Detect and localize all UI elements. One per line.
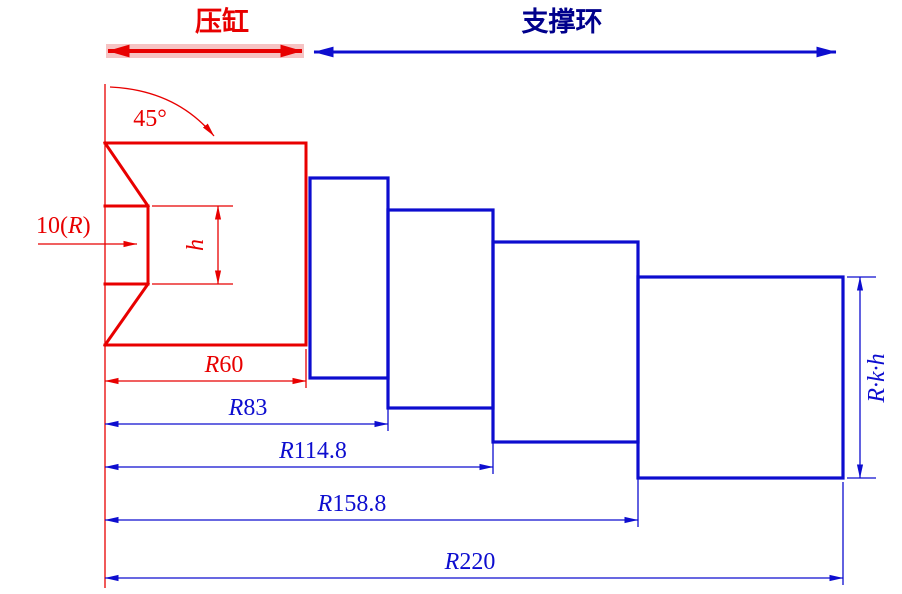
- r158-label-value: 158.8: [332, 491, 386, 517]
- r83-label-symbol: R: [228, 395, 244, 421]
- inlet-label: 10(R): [36, 213, 91, 239]
- inlet-annotation: 10(R): [36, 213, 138, 248]
- support-ring-2: [386, 208, 495, 410]
- support-ring-3: [491, 240, 640, 444]
- r60-label-value: 60: [219, 352, 243, 378]
- dimension-r158-8: R158.8: [104, 446, 639, 527]
- support-ring-4: [636, 275, 845, 480]
- header: 压缸 支撑环: [106, 6, 837, 58]
- dimension-r114-8: R114.8: [104, 412, 494, 474]
- r220-label: R220: [444, 549, 496, 575]
- angle-annotation: 45°: [109, 86, 215, 137]
- inlet-label-prefix: 10(: [36, 213, 68, 239]
- r158-label: R158.8: [317, 491, 387, 517]
- cylinder-section: [102, 84, 308, 588]
- r114-label: R114.8: [278, 438, 347, 464]
- rkh-label: R·k·h: [864, 353, 890, 403]
- inlet-label-suffix: ): [83, 213, 91, 239]
- r83-label-value: 83: [243, 395, 267, 421]
- h-label: h: [183, 239, 209, 251]
- r114-label-symbol: R: [278, 438, 294, 464]
- dimension-r60: R60: [104, 349, 307, 388]
- angle-label: 45°: [133, 106, 167, 132]
- dimension-r220: R220: [104, 482, 844, 585]
- support-rings: [308, 176, 845, 480]
- dimension-ring-height: R·k·h: [847, 276, 890, 479]
- r83-label: R83: [228, 395, 268, 421]
- support-ring-1: [308, 176, 390, 380]
- r220-label-value: 220: [459, 549, 495, 575]
- angle-arc: [109, 86, 215, 137]
- r158-label-symbol: R: [317, 491, 333, 517]
- r114-label-value: 114.8: [294, 438, 347, 464]
- r220-label-symbol: R: [444, 549, 460, 575]
- lower-chamfer-edge: [102, 281, 151, 348]
- cylinder-zone-label: 压缸: [195, 6, 249, 37]
- upper-chamfer-edge: [102, 140, 151, 209]
- r60-label: R60: [204, 352, 244, 378]
- dimension-r83: R83: [104, 382, 389, 431]
- throat-height-dimension: h: [152, 205, 233, 285]
- r60-label-symbol: R: [204, 352, 220, 378]
- inlet-label-symbol: R: [67, 213, 83, 239]
- support-zone-label: 支撑环: [522, 7, 603, 37]
